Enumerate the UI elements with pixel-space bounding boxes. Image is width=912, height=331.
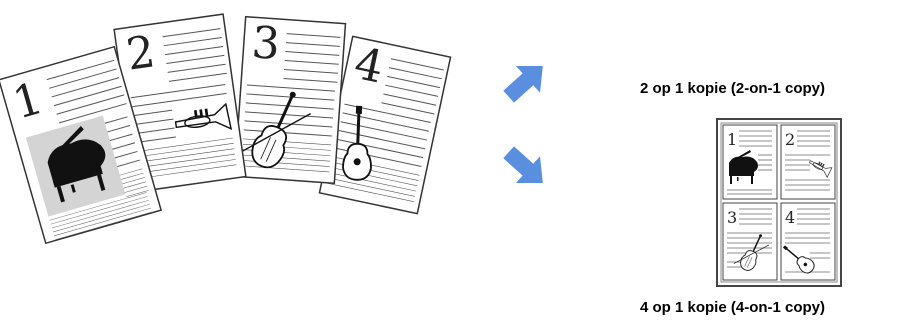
mini-page-1: 1 xyxy=(723,125,777,199)
arrow-down-right-icon xyxy=(497,139,555,197)
mini-page-4: 4 xyxy=(779,203,835,280)
page-number-3: 3 xyxy=(250,17,281,70)
arrow-up-right-icon xyxy=(497,53,555,111)
mini-page-number-3: 3 xyxy=(727,208,737,227)
mini-page-2: 2 xyxy=(781,125,835,199)
mini-page-3: 3 xyxy=(723,203,777,280)
caption-2-on-1-copy: 2 op 1 kopie (2-on-1 copy) xyxy=(640,80,825,97)
mini-page-number-2: 2 xyxy=(785,130,795,149)
mini-page-number-1: 1 xyxy=(727,130,737,149)
caption-4-on-1-copy: 4 op 1 kopie (4-on-1 copy) xyxy=(640,299,825,316)
mini-page-number-4: 4 xyxy=(785,208,795,227)
page-3: 3 xyxy=(235,17,346,184)
four-on-one-result: 1 2 xyxy=(717,119,841,286)
source-pages: 4 3 2 xyxy=(0,14,451,243)
